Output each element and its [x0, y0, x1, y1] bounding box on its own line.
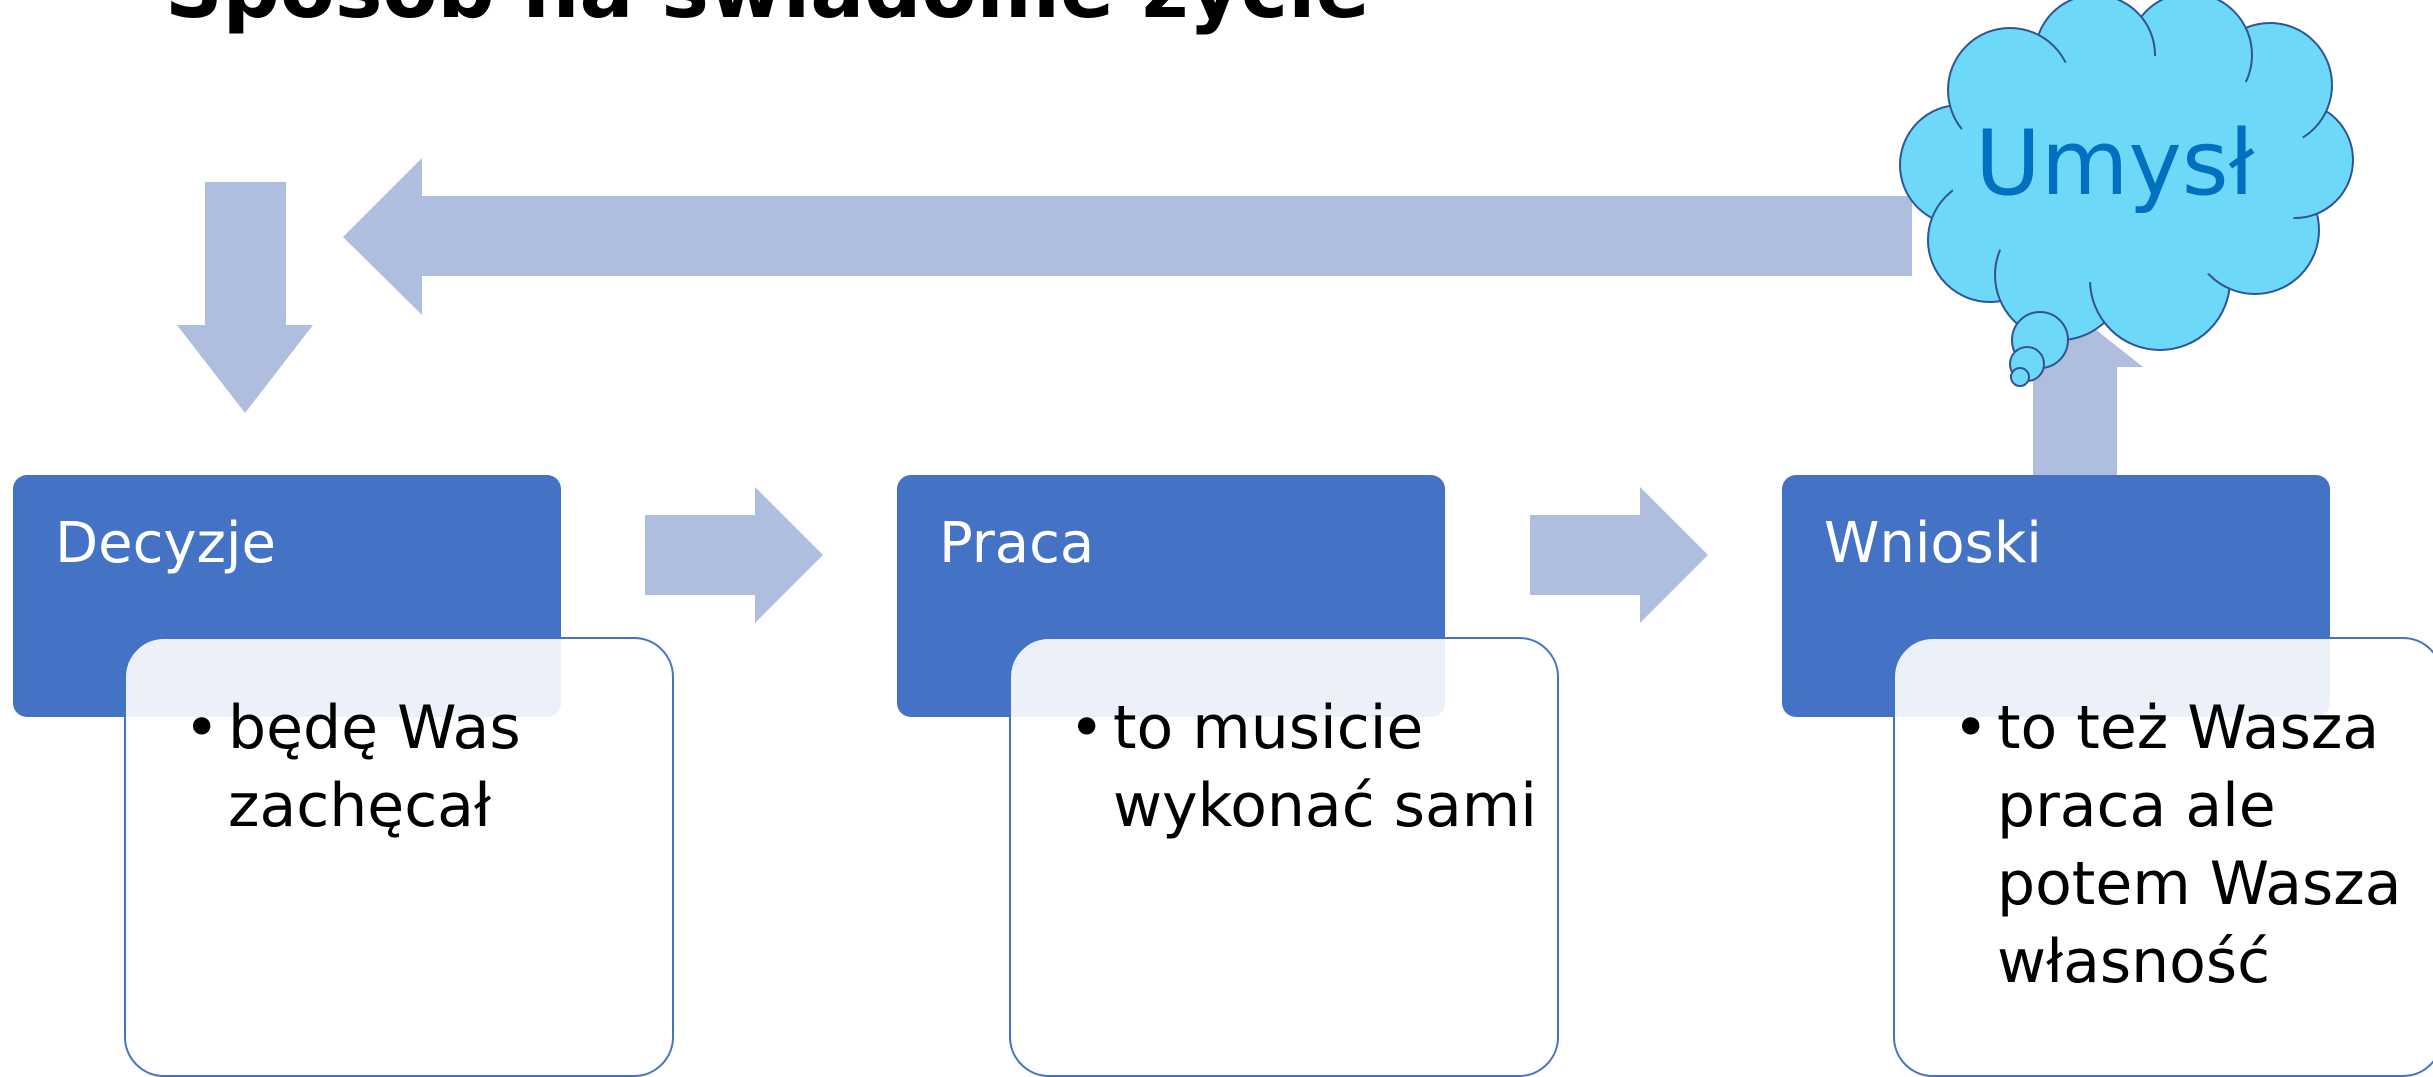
- right-arrow-1: [645, 487, 823, 623]
- thought-cloud: [1899, 0, 2354, 387]
- detail-box-wnioski: • to też Wasza praca ale potem Wasza wła…: [1893, 637, 2433, 1077]
- detail-text: • to musicie wykonać sami: [1069, 689, 1537, 845]
- detail-box-decyzje: • będę Was zachęcał: [124, 637, 674, 1077]
- right-arrow-2: [1530, 487, 1708, 623]
- stage-label: Praca: [939, 511, 1095, 576]
- detail-text: • będę Was zachęcał: [184, 689, 652, 845]
- stage-label: Wnioski: [1824, 511, 2042, 576]
- detail-text: • to też Wasza praca ale potem Wasza wła…: [1953, 689, 2421, 1001]
- slide-title: Sposób na świadome życie: [165, 0, 1370, 38]
- down-arrow: [177, 182, 313, 413]
- up-arrow: [2033, 325, 2143, 475]
- bullet-icon: •: [1953, 693, 1989, 763]
- bullet-icon: •: [184, 693, 220, 763]
- stage-label: Decyzje: [55, 511, 276, 576]
- detail-box-praca: • to musicie wykonać sami: [1009, 637, 1559, 1077]
- thought-label: Umysł: [1975, 111, 2255, 216]
- feedback-arrow-left: [343, 158, 1912, 315]
- bullet-icon: •: [1069, 693, 1105, 763]
